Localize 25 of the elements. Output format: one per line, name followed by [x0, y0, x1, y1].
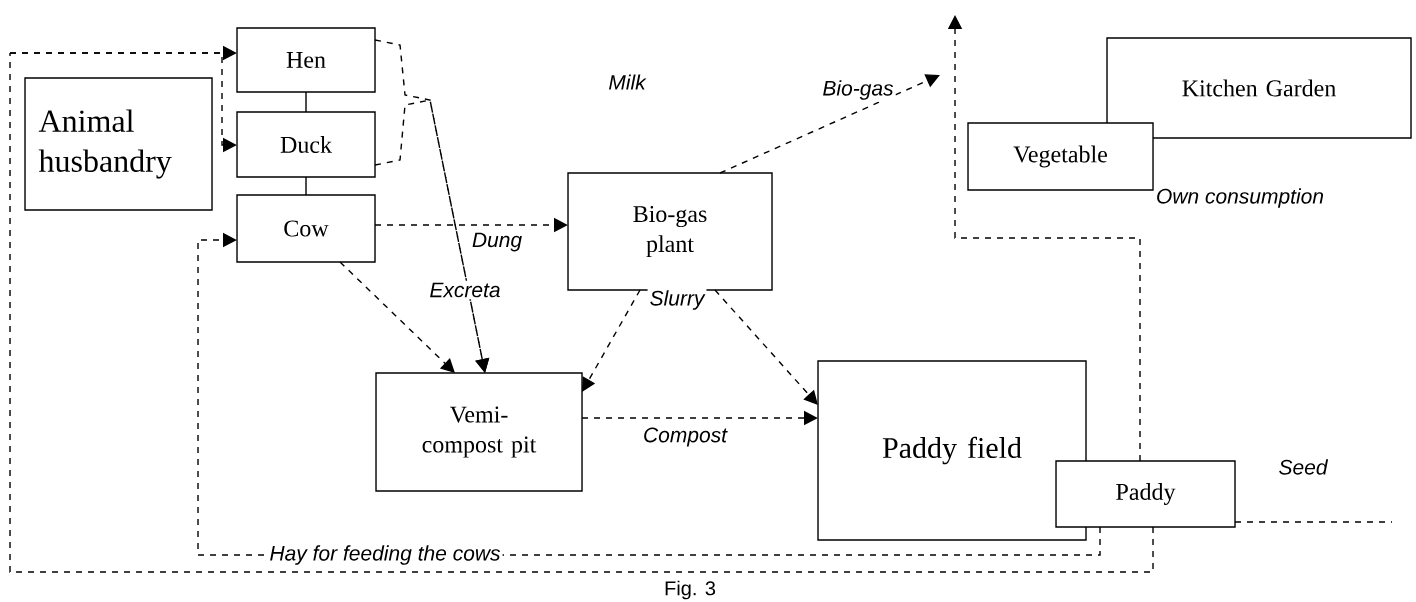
process-box: Animal husbandry: [24, 77, 213, 211]
process-box: Duck: [236, 111, 376, 178]
edge-label: Bio-gas: [820, 78, 896, 102]
caption: Fig. 3: [665, 580, 716, 600]
arrow: [714, 289, 818, 405]
process-box: Cow: [236, 194, 376, 263]
process-box: Vemi-compost pit: [375, 372, 583, 492]
edge-label: Hay for feeding the cows: [267, 543, 503, 567]
process-box: Kitchen Garden: [1106, 37, 1412, 139]
edge-label: Excreta: [427, 280, 503, 300]
arrow: [339, 261, 455, 373]
process-box: Paddy field: [817, 360, 1087, 541]
process-box: Hen: [236, 27, 376, 93]
edge-label: Slurry: [647, 288, 707, 312]
arrow: [374, 99, 490, 373]
edge-label: Own consumption: [1153, 186, 1327, 210]
edge-label: Seed: [1276, 457, 1330, 477]
process-box: Paddy: [1055, 460, 1236, 528]
edge-label: Dung: [469, 230, 525, 254]
flow-label: Milk: [609, 74, 647, 90]
edge-label: Compost: [641, 425, 730, 449]
process-box: Vegetable: [967, 122, 1154, 191]
arrow: [582, 289, 641, 392]
arrow: [719, 74, 940, 174]
arrow: [947, 15, 1141, 462]
